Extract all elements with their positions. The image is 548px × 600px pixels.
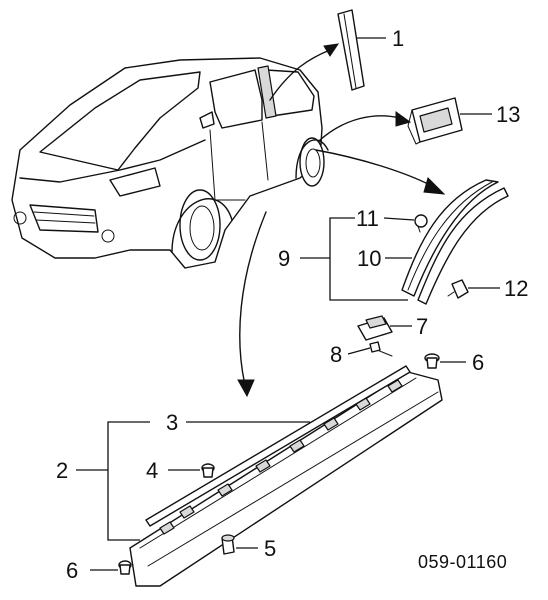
part-3-molding-strip: [145, 365, 411, 527]
callout-4: 4: [146, 458, 158, 483]
part-1-pillar-garnish: [337, 9, 386, 91]
callout-6-lower: 6: [66, 558, 78, 583]
callout-7: 7: [416, 314, 428, 339]
part-11-clip: [414, 214, 428, 233]
callout-10: 10: [357, 246, 381, 271]
part-6-lower-clip: [90, 560, 132, 575]
callout-1: 1: [392, 26, 404, 51]
vehicle-illustration: [11, 57, 329, 269]
part-10-arch-molding: [401, 179, 509, 305]
callout-2: 2: [56, 458, 68, 483]
part-7-bracket: [357, 315, 412, 341]
part-6-upper-clip: [424, 353, 466, 369]
callout-12: 12: [504, 276, 528, 301]
callout-3: 3: [166, 410, 178, 435]
callout-6-upper: 6: [472, 350, 484, 375]
part-5-fastener: [221, 534, 258, 555]
callout-9: 9: [278, 246, 290, 271]
callout-labels: 1 13 11 9 10 12 7 8 6 3 2 4 5 6 059-0116…: [56, 26, 528, 583]
callout-8: 8: [330, 342, 342, 367]
leader-lines: [76, 217, 415, 541]
part-2-rocker-molding: [129, 371, 443, 587]
part-4-clip: [168, 463, 215, 478]
part-8-screw: [369, 341, 393, 357]
pointer-arrows: [237, 43, 446, 398]
callout-11: 11: [356, 206, 379, 231]
part-13-bracket: [407, 97, 492, 145]
diagram-code: 059-01160: [418, 552, 507, 572]
callout-5: 5: [264, 536, 276, 561]
part-12-clip: [447, 279, 500, 299]
callout-13: 13: [496, 102, 520, 127]
